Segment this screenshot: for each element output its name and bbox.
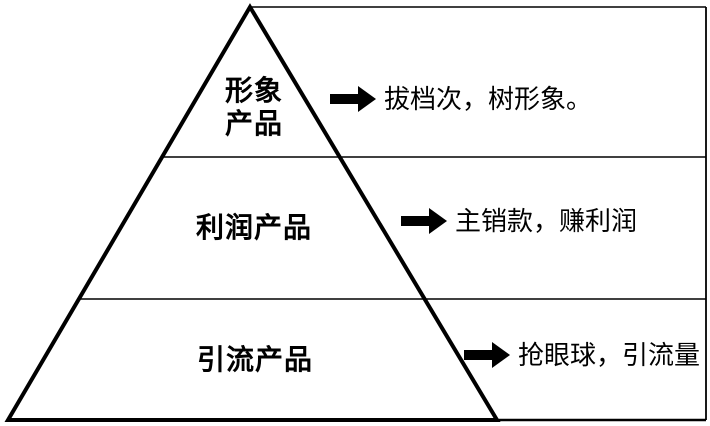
annotation-row-traffic-products: 抢眼球，引流量 bbox=[464, 340, 700, 370]
arrow-right-icon bbox=[330, 86, 376, 112]
annotation-text-traffic-products: 抢眼球，引流量 bbox=[518, 340, 701, 370]
arrow-right-icon bbox=[401, 208, 447, 234]
annotation-text-image-products: 拔档次，树形象。 bbox=[384, 84, 593, 114]
tier-label-image-products: 形象 产品 bbox=[224, 75, 284, 139]
pyramid-triangle bbox=[4, 3, 501, 422]
annotation-row-profit-products: 主销款，赚利润 bbox=[401, 206, 637, 236]
annotation-text-profit-products: 主销款，赚利润 bbox=[455, 206, 638, 236]
annotation-row-image-products: 拔档次，树形象。 bbox=[330, 84, 592, 114]
tier-label-traffic-products: 引流产品 bbox=[196, 344, 314, 375]
arrow-right-icon bbox=[464, 342, 510, 368]
tier-label-profit-products: 利润产品 bbox=[195, 212, 313, 243]
